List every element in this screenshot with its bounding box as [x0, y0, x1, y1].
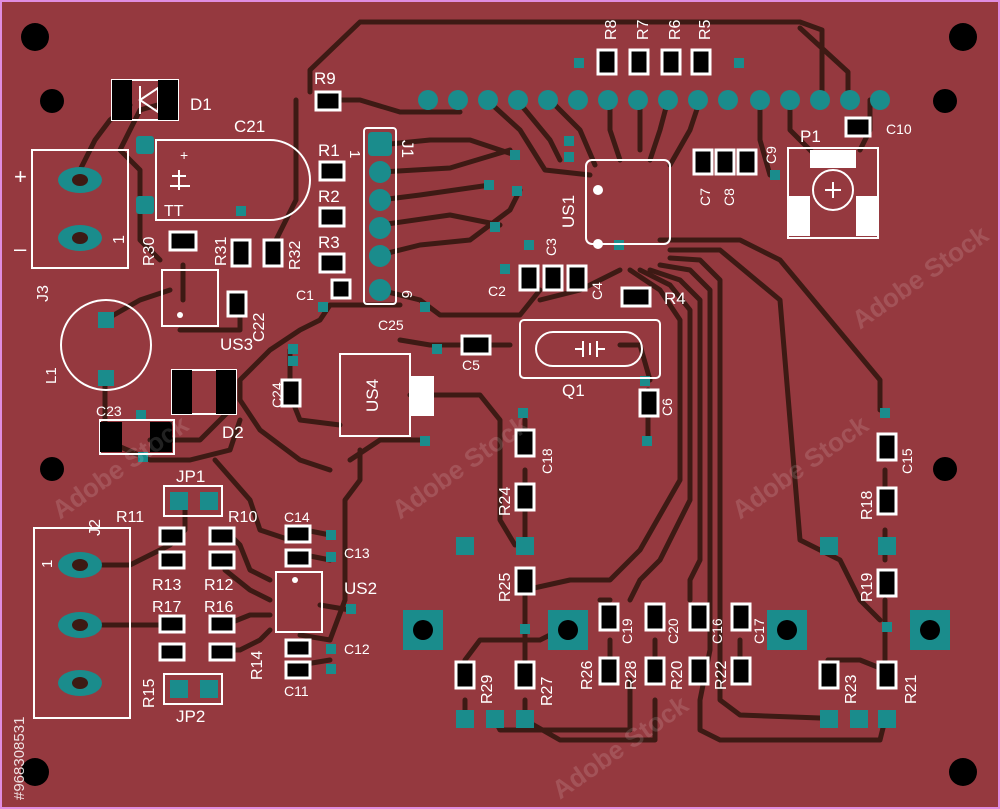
- label-j1-pin1: 1: [346, 150, 363, 158]
- label-r7: R7: [635, 19, 652, 40]
- label-us2: US2: [344, 579, 377, 598]
- label-r15: R15: [141, 679, 158, 708]
- label-us1: US1: [559, 195, 578, 228]
- label-r32: R32: [287, 241, 304, 270]
- label-j3-minus: –: [14, 236, 27, 261]
- label-c22: C22: [251, 313, 268, 342]
- label-l1: L1: [43, 367, 60, 384]
- label-r1: R1: [318, 141, 340, 160]
- label-r13: R13: [152, 577, 181, 594]
- label-c18: C18: [539, 448, 555, 474]
- label-j1: J1: [398, 140, 417, 158]
- label-r31: R31: [213, 237, 230, 266]
- label-d1: D1: [190, 95, 212, 114]
- label-c6: C6: [659, 398, 675, 416]
- label-r4: R4: [664, 289, 686, 308]
- label-r29: R29: [479, 675, 496, 704]
- label-j3-pin1: 1: [111, 235, 128, 244]
- label-d2: D2: [222, 423, 244, 442]
- label-c23: C23: [96, 403, 122, 419]
- label-r19: R19: [859, 573, 876, 602]
- label-r17: R17: [152, 599, 181, 616]
- label-c2: C2: [488, 283, 506, 299]
- label-c21-tt: TT: [164, 203, 184, 220]
- label-r2: R2: [318, 187, 340, 206]
- label-c21-plus: +: [180, 147, 188, 163]
- silk-labels: D1 C21 + TT R9 R1 R2 R3 C1 J1 1 6 R8 R7 …: [14, 19, 920, 726]
- label-c16: C16: [709, 618, 725, 644]
- label-c10: C10: [886, 121, 912, 137]
- label-r9: R9: [314, 69, 336, 88]
- label-r26: R26: [579, 661, 596, 690]
- label-c7: C7: [697, 188, 713, 206]
- label-c3: C3: [543, 238, 559, 256]
- label-jp1: JP1: [176, 467, 205, 486]
- label-r14: R14: [249, 651, 266, 680]
- label-r5: R5: [697, 19, 714, 40]
- label-c15: C15: [899, 448, 915, 474]
- ic-bodies: [100, 80, 878, 583]
- label-c5: C5: [462, 357, 480, 373]
- label-r12: R12: [204, 577, 233, 594]
- label-r16: R16: [204, 599, 233, 616]
- label-r6: R6: [667, 19, 684, 40]
- label-r10: R10: [228, 509, 257, 526]
- label-c14: C14: [284, 509, 310, 525]
- copper-traces: [72, 19, 888, 743]
- smd-components: [158, 48, 898, 690]
- header-row-pads: [418, 90, 890, 110]
- label-c25: C25: [378, 317, 404, 333]
- label-j1-pin6: 6: [398, 290, 415, 298]
- label-c13: C13: [344, 545, 370, 561]
- label-r20: R20: [669, 661, 686, 690]
- label-c11: C11: [284, 683, 309, 699]
- label-p1: P1: [800, 127, 821, 146]
- label-c24: C24: [269, 382, 285, 408]
- label-r21: R21: [903, 675, 920, 704]
- label-r22: R22: [713, 661, 730, 690]
- label-c17: C17: [751, 618, 767, 644]
- label-j2: J2: [87, 519, 104, 536]
- label-c4: C4: [589, 282, 605, 300]
- pad-drill-holes: [72, 174, 940, 689]
- mounting-holes: [21, 23, 977, 786]
- label-j3: J3: [35, 285, 52, 302]
- label-j2-pin1: 1: [39, 560, 56, 568]
- label-c20: C20: [665, 618, 681, 644]
- label-c21: C21: [234, 117, 265, 136]
- label-r24: R24: [497, 487, 514, 516]
- label-c1: C1: [296, 287, 314, 303]
- label-c8: C8: [721, 188, 737, 206]
- label-jp2: JP2: [176, 707, 205, 726]
- label-c19: C19: [619, 618, 635, 644]
- label-q1: Q1: [562, 381, 585, 400]
- label-us4: US4: [363, 379, 382, 412]
- label-j3-plus: +: [14, 164, 27, 189]
- label-r27: R27: [539, 677, 556, 706]
- label-r3: R3: [318, 233, 340, 252]
- label-c12: C12: [344, 641, 370, 657]
- label-us3: US3: [220, 335, 253, 354]
- label-c9: C9: [763, 146, 779, 164]
- label-r25: R25: [497, 573, 514, 602]
- label-r30: R30: [141, 237, 158, 266]
- vias: [136, 58, 892, 674]
- watermark-id: #968308531: [11, 717, 28, 800]
- label-r28: R28: [623, 661, 640, 690]
- label-r8: R8: [603, 19, 620, 40]
- label-r23: R23: [843, 675, 860, 704]
- label-r11: R11: [116, 509, 144, 526]
- label-r18: R18: [859, 491, 876, 520]
